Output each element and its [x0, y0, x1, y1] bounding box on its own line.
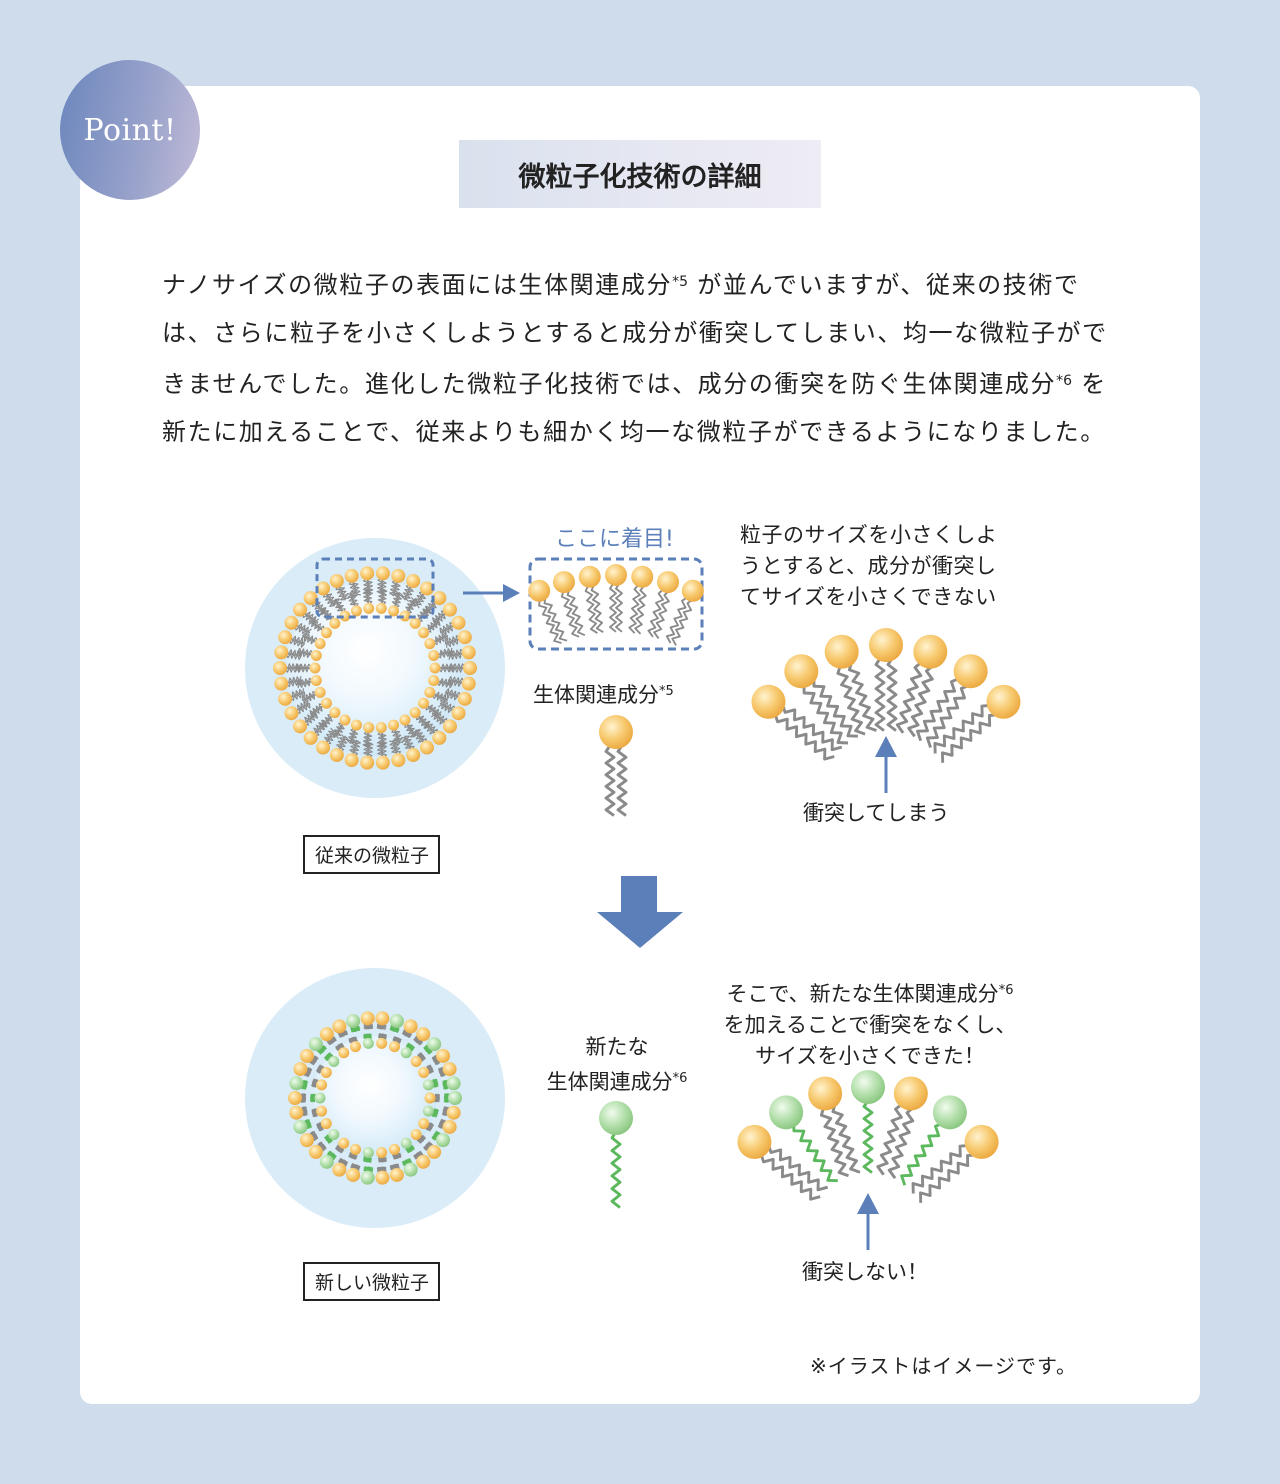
zoomed-membrane	[528, 564, 704, 646]
new-particle	[288, 1011, 462, 1185]
no-collide-label: 衝突しない！	[802, 1260, 928, 1284]
solution-text: そこで、新たな生体関連成分*6 を加えることで衝突をなくし、 サイズを小さくでき…	[723, 982, 1017, 1068]
new-particle-label: 新しい微粒子	[303, 1262, 441, 1301]
arrow-up-icon	[857, 1193, 879, 1250]
new-component-label: 新たな 生体関連成分*6	[546, 1035, 688, 1094]
arrow-up-icon	[875, 736, 897, 793]
component-label: 生体関連成分*5	[533, 683, 674, 707]
old-particle-label: 従来の微粒子	[303, 835, 441, 874]
collide-label: 衝突してしまう	[803, 801, 950, 825]
collision-fan	[751, 628, 1021, 763]
point-badge: Point!	[60, 60, 200, 200]
focus-rect-large	[528, 557, 704, 651]
description-paragraph: ナノサイズの微粒子の表面には生体関連成分*5 が並んでいますが、従来の技術では、…	[162, 271, 1108, 446]
old-particle	[273, 566, 477, 770]
section-title: 微粒子化技術の詳細	[459, 140, 821, 208]
component-molecule	[599, 715, 633, 817]
no-collision-fan	[737, 1070, 999, 1203]
focus-rect-small	[315, 557, 435, 619]
focus-label: ここに着目!	[555, 527, 674, 552]
arrow-right-icon	[463, 584, 520, 602]
arrow-down-icon	[597, 876, 683, 948]
content-card	[80, 86, 1200, 1404]
new-component-molecule	[599, 1101, 633, 1209]
problem-text: 粒子のサイズを小さくしよ うとすると、成分が衝突し てサイズを小さくできない	[740, 523, 998, 609]
illustration-note: ※イラストはイメージです。	[810, 1354, 1077, 1378]
